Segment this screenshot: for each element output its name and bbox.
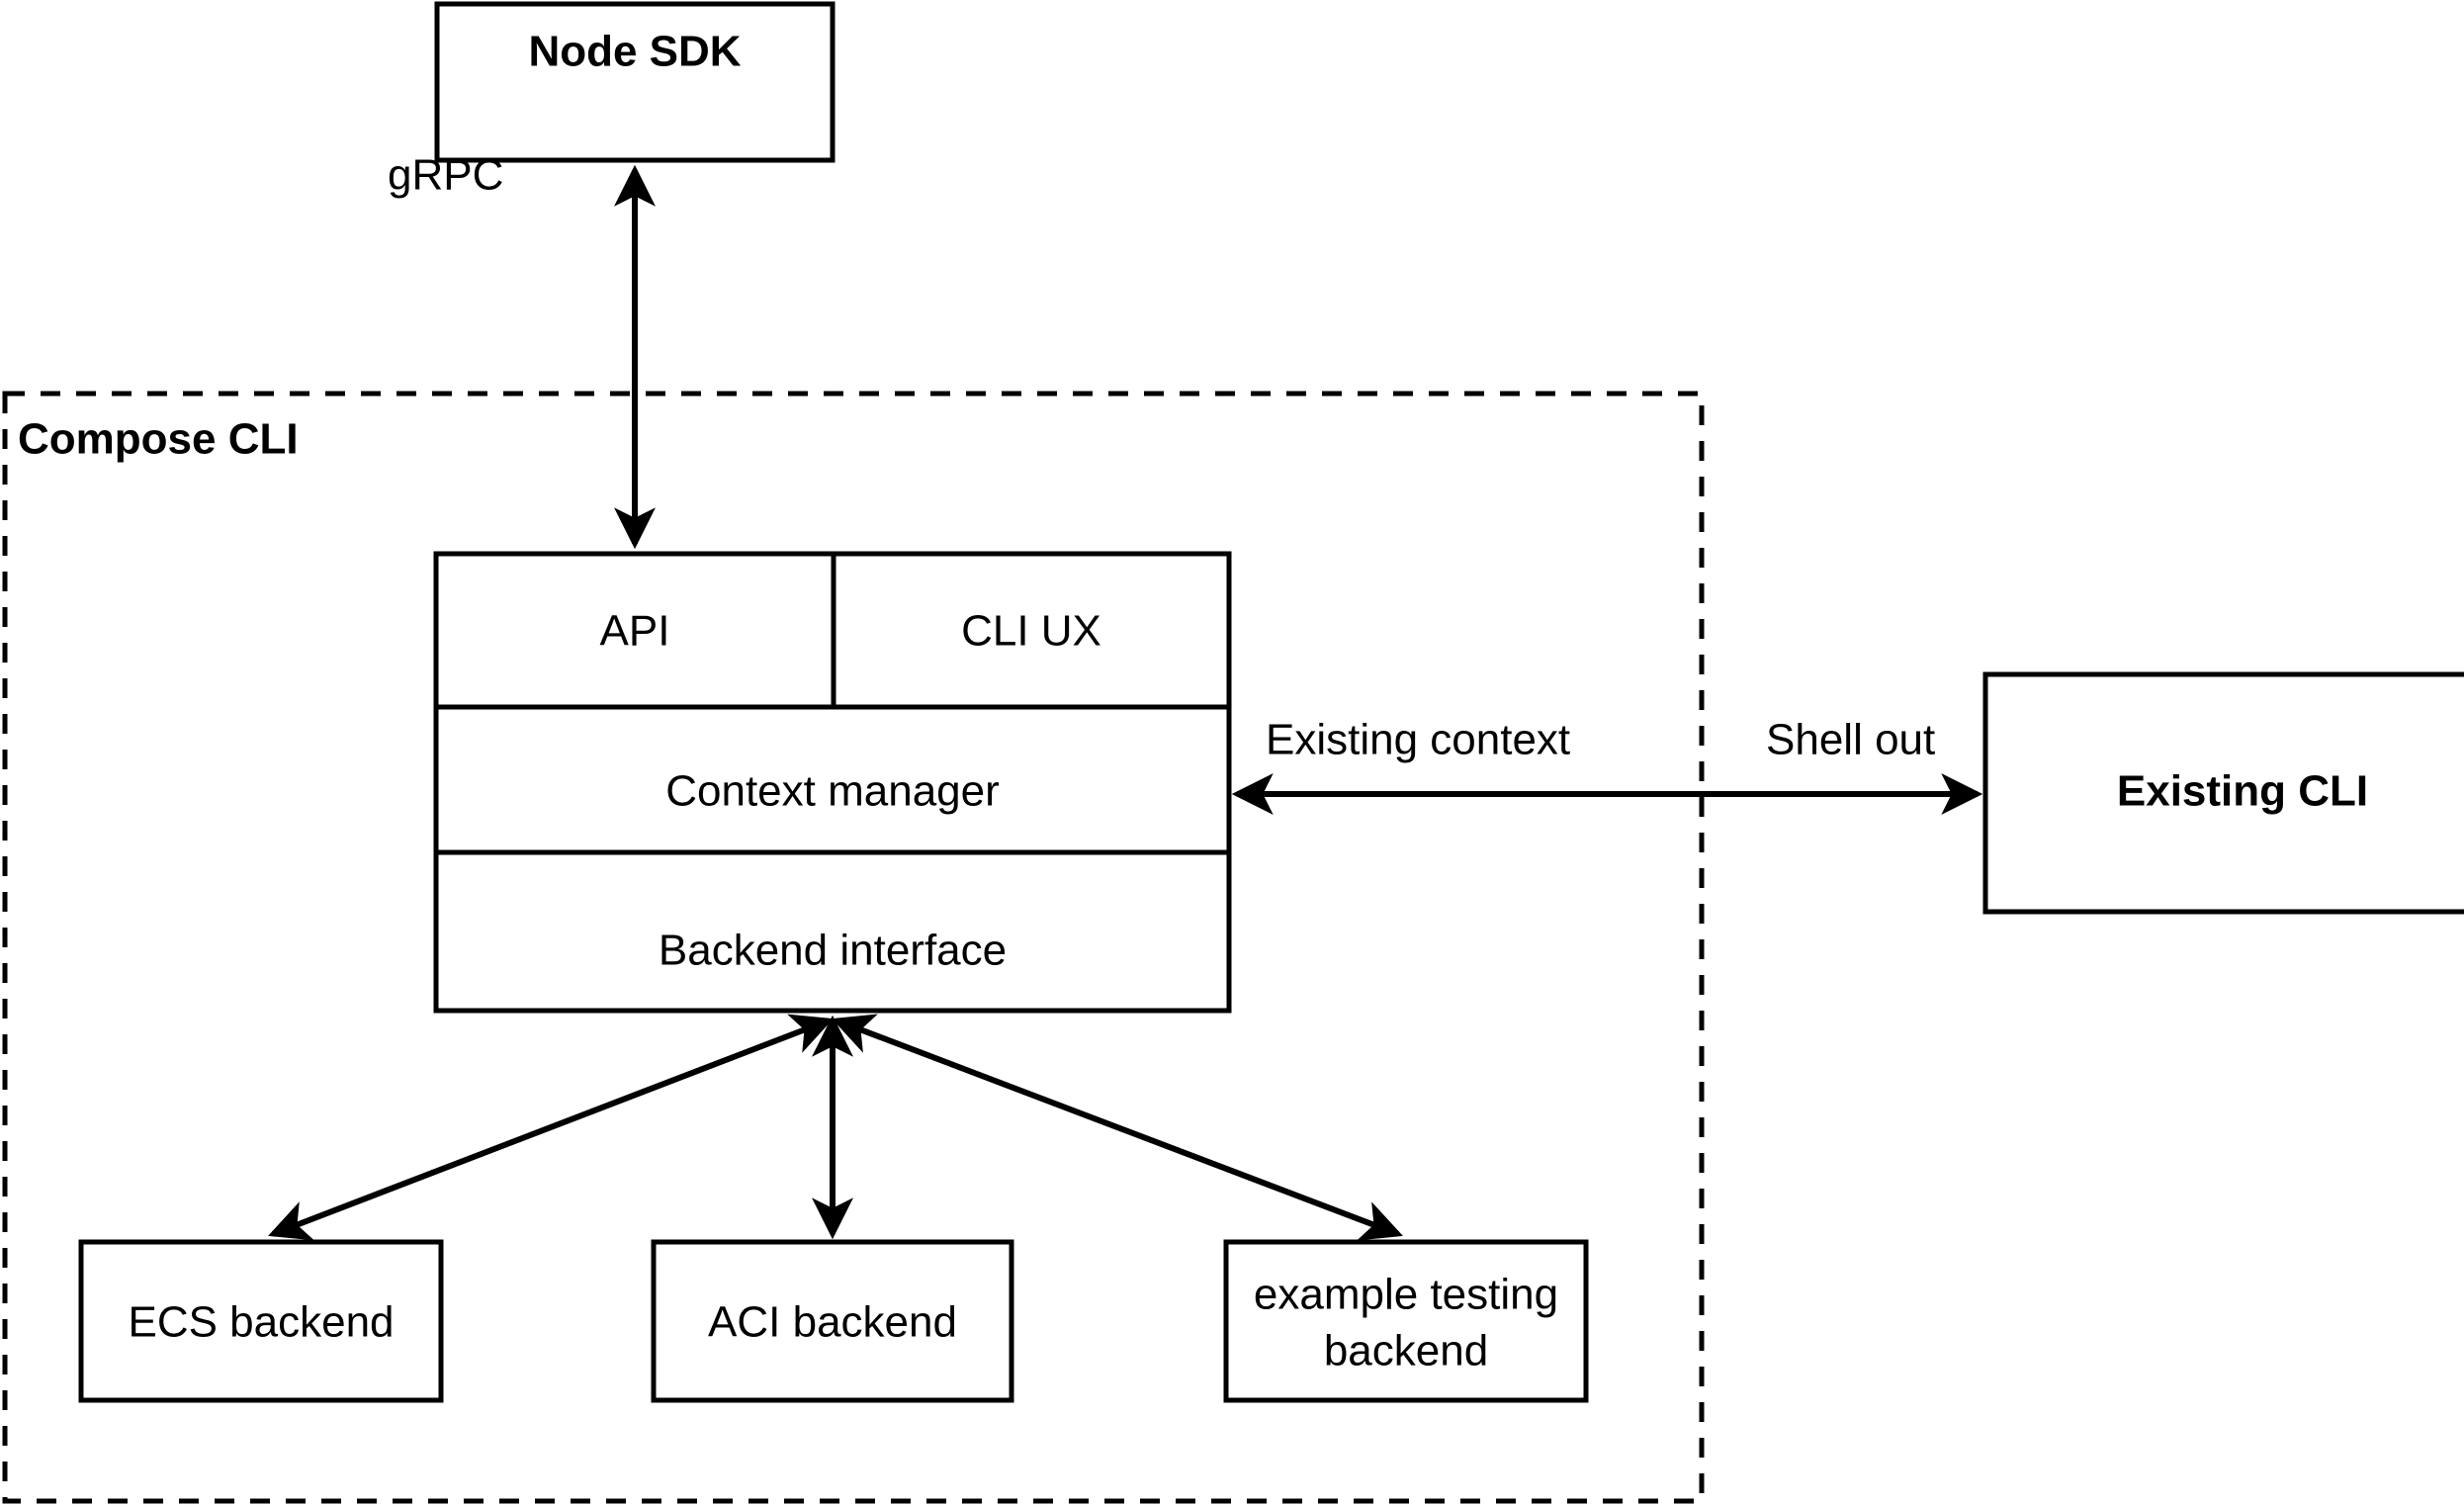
aci-backend-label: ACI backend [708,1298,957,1347]
existing-cli-label: Existing CLI [2117,767,2368,816]
ecs-backend-label: ECS backend [128,1298,394,1347]
ecs-backend-box[interactable] [78,1239,444,1403]
compose-cli-group-boundary [2,391,1705,1504]
existing-context-edge-label: Existing context [1266,716,1570,764]
backend-to-example-edge [832,1014,1403,1241]
cli-ux-cell-label: CLI UX [961,607,1101,656]
node-sdk-box[interactable] [434,1,836,163]
node-sdk-label: Node SDK [528,28,741,76]
grpc-edge-label: gRPC [388,151,503,200]
backend-to-ecs-edge [268,1014,834,1241]
compose-cli-group-label: Compose CLI [18,415,299,464]
example-testing-backend-label-line1: example testing [1254,1271,1558,1319]
example-testing-backend-label-line2: backend [1324,1327,1488,1375]
context-manager-cell-label: Context manager [665,767,1000,816]
example-testing-backend-box[interactable] [1223,1239,1589,1403]
api-cell-label: API [600,607,670,656]
backend-interface-cell-label: Backend interface [659,927,1007,975]
existing-cli-box[interactable] [1982,671,2464,915]
aci-backend-box[interactable] [651,1239,1014,1403]
shell-out-edge-label: Shell out [1766,716,1935,764]
